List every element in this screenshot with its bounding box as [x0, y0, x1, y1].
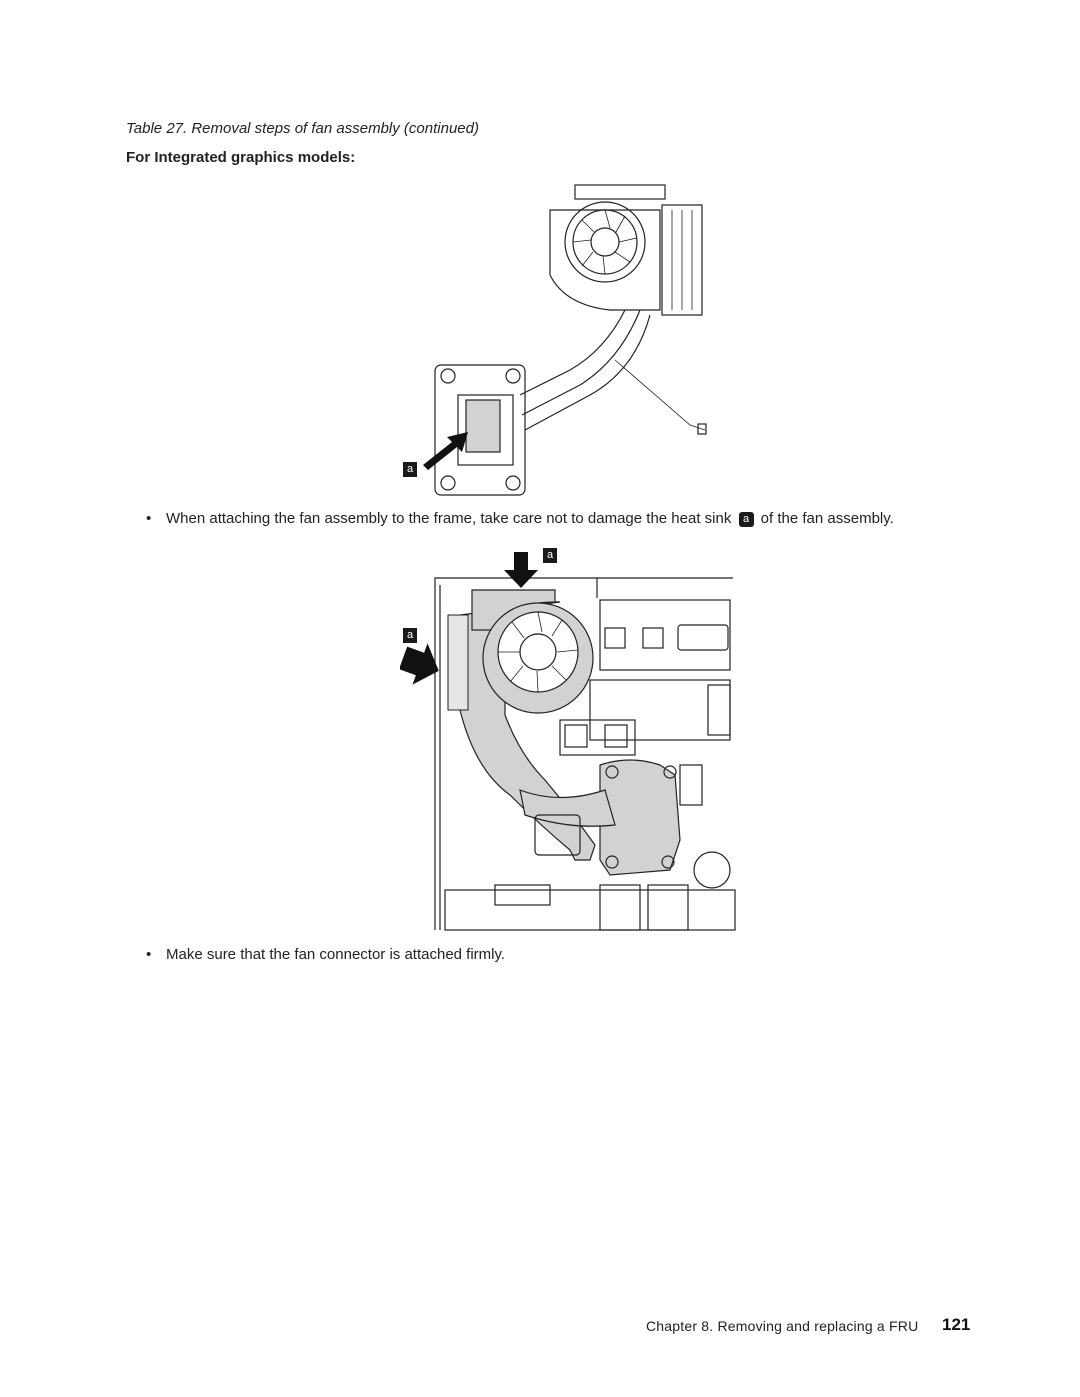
bottom-board-area: [444, 889, 736, 931]
fan-assembly-illustration: [423, 184, 707, 496]
heat-sink-side: [447, 614, 469, 711]
table-caption: Table 27. Removal steps of fan assembly …: [126, 120, 479, 137]
heat-sink-pad: [465, 399, 501, 453]
section-subheading: For Integrated graphics models:: [126, 149, 356, 166]
bullet-2-text: Make sure that the fan connector is atta…: [166, 946, 506, 963]
fan-installed-illustration: [400, 552, 736, 931]
pointer-arrow-left: [400, 643, 439, 685]
bullet-item-2: • Make sure that the fan connector is att…: [146, 946, 505, 963]
bullet-item-1: • When attaching the fan assembly to the …: [146, 510, 894, 527]
lower-bracket: [534, 814, 581, 856]
coin-battery: [693, 851, 731, 889]
fan-blades: [572, 209, 638, 275]
fan-top-bracket: [574, 184, 666, 200]
fan-connector: [697, 423, 707, 435]
page-number: 121: [942, 1315, 971, 1334]
pointer-arrow: [423, 432, 468, 470]
bullet-symbol: •: [146, 510, 152, 527]
pointer-arrow-top: [504, 552, 538, 588]
fan-cable: [614, 359, 706, 431]
radiator-fins: [661, 204, 703, 316]
fan-housing: [549, 209, 661, 311]
right-board-area: [599, 599, 731, 671]
callout-a-figure2-top: a: [543, 548, 557, 563]
bullet-1-text-end: of the fan assembly.: [760, 510, 894, 527]
system-frame: [434, 577, 733, 930]
callout-a-figure2-left: a: [403, 628, 417, 643]
bullet-symbol: •: [146, 946, 152, 963]
callout-a-figure1: a: [403, 462, 417, 477]
heat-sink-plate: [434, 364, 526, 496]
bullet-1-text-start: When attaching the fan assembly to the f…: [166, 510, 732, 527]
heat-pipe-upper: [519, 309, 626, 396]
fan-rotor: [564, 201, 646, 283]
callout-a-inline: a: [738, 512, 754, 527]
footer-chapter-text: Chapter 8. Removing and replacing a FRU: [646, 1318, 919, 1334]
cpu-heat-plate: [599, 759, 681, 876]
